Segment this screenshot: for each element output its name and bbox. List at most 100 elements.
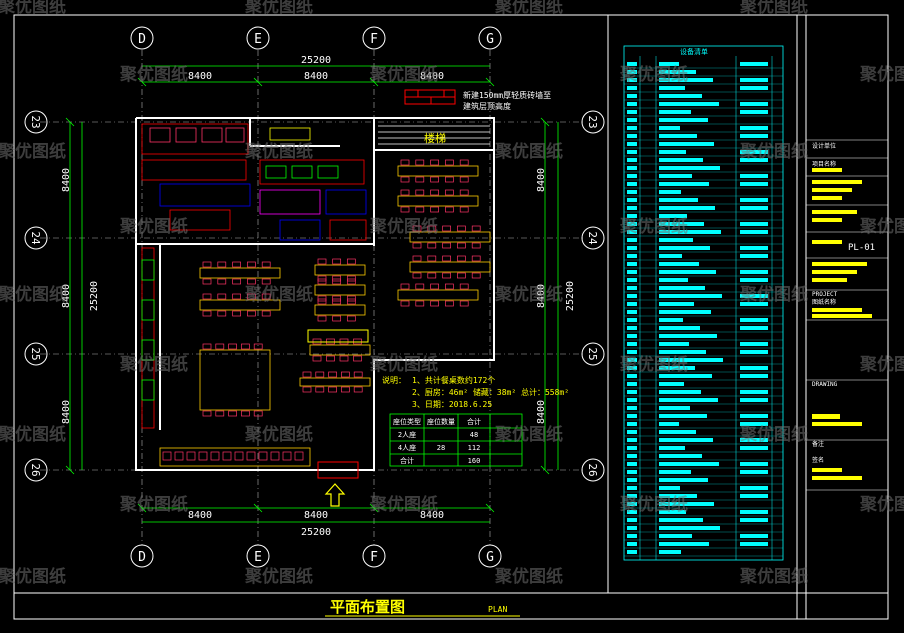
schedule-cell [659, 366, 695, 370]
schedule-cell [627, 310, 637, 314]
notes-line-3: 3、日期：2018.6.25 [412, 400, 492, 409]
dining-chair [445, 300, 454, 307]
dining-table [409, 261, 491, 273]
schedule-cell [659, 262, 699, 266]
schedule-cell [659, 86, 685, 90]
schedule-cell [740, 510, 768, 514]
watermark-text: 聚优图纸 [119, 494, 188, 515]
schedule-cell [659, 350, 706, 354]
schedule-cell [659, 126, 680, 130]
schedule-cell [740, 230, 768, 234]
schedule-cell [627, 358, 637, 362]
seat-table-header-type: 座位类型 [393, 417, 421, 426]
schedule-cell [659, 134, 697, 138]
schedule-cell [627, 318, 637, 322]
title-block-line: 图纸名称 [812, 298, 836, 306]
seat-table-cell: 48 [470, 431, 478, 439]
title-block-remark: 备注 [812, 440, 824, 448]
dining-chair [328, 371, 337, 378]
schedule-cell [740, 534, 768, 538]
watermark-text: 聚优图纸 [619, 494, 688, 515]
dining-table [397, 289, 479, 301]
grid-bubbles [24, 26, 605, 568]
dining-chair [202, 310, 212, 317]
schedule-cell [659, 254, 682, 258]
schedule-cell [659, 230, 721, 234]
schedule-cell [740, 246, 768, 250]
schedule-cell [740, 62, 768, 66]
dining-chair [282, 451, 292, 461]
schedule-cell [627, 286, 637, 290]
dining-table [314, 284, 366, 296]
dining-chair [202, 278, 212, 285]
schedule-cell [659, 246, 710, 250]
dining-chair [442, 255, 451, 262]
dining-chair [332, 295, 342, 302]
dining-chair [415, 176, 425, 183]
schedule-cell [659, 518, 703, 522]
dining-seating-area [159, 159, 491, 467]
watermark-text: 聚优图纸 [494, 141, 563, 162]
watermark-text: 聚优图纸 [369, 216, 438, 237]
schedule-cell [740, 414, 768, 418]
dining-chair [228, 343, 237, 350]
schedule-cell [740, 158, 768, 162]
schedule-cell [627, 422, 637, 426]
grid-label-left-24: 24 [29, 231, 42, 245]
schedule-cell [659, 70, 696, 74]
dim-span-right-3: 8400 [536, 400, 547, 424]
schedule-cell [627, 118, 637, 122]
dining-chair [247, 310, 256, 317]
dining-chair [317, 295, 327, 302]
schedule-cell [659, 94, 702, 98]
dining-chair [247, 261, 256, 268]
schedule-cell [627, 86, 637, 90]
seat-table-cell: 2人座 [398, 430, 416, 439]
dining-chair [270, 451, 280, 461]
dining-chair [217, 310, 227, 317]
dining-chair [261, 278, 271, 285]
grid-label-left-26: 26 [29, 463, 42, 476]
schedule-cell [659, 214, 687, 218]
dining-chair [232, 310, 241, 317]
dining-chair [215, 410, 225, 417]
dining-chair [346, 258, 356, 265]
watermark-text: 聚优图纸 [119, 64, 188, 85]
dining-chair [232, 261, 241, 268]
schedule-cell [740, 398, 768, 402]
dining-chair [302, 371, 312, 378]
schedule-cell [627, 390, 637, 394]
grid-label-left-23: 23 [29, 115, 42, 128]
dining-chair [400, 189, 410, 196]
seat-table-cell: 28 [437, 444, 445, 452]
schedule-cell [740, 174, 768, 178]
watermark-text: 聚优图纸 [619, 64, 688, 85]
watermark-text: 聚优图纸 [244, 0, 313, 17]
schedule-cell [627, 62, 637, 66]
dining-chair [215, 343, 225, 350]
schedule-cell [627, 142, 637, 146]
dining-chair [341, 386, 350, 393]
drawing-title: 平面布置图 [330, 598, 405, 616]
schedule-cell [659, 478, 708, 482]
schedule-cell [740, 126, 768, 130]
stair-label: 楼梯 [424, 131, 446, 145]
dining-chair [234, 451, 244, 461]
watermark-text: 聚优图纸 [859, 494, 904, 515]
dim-span-right-1: 8400 [536, 168, 547, 192]
seat-table-cell: 合计 [400, 456, 414, 465]
schedule-cell [627, 70, 637, 74]
schedule-cell [740, 374, 768, 378]
dim-span-top-3: 8400 [420, 71, 444, 82]
dining-chair [186, 451, 196, 461]
dining-chair [232, 293, 241, 300]
schedule-cell [740, 294, 768, 298]
drawing-subtitle: PLAN [488, 605, 507, 614]
schedule-cell [627, 246, 637, 250]
schedule-cell [659, 174, 692, 178]
dining-chair [346, 278, 356, 285]
dining-chair [261, 261, 271, 268]
dim-span-top-2: 8400 [304, 71, 328, 82]
schedule-cell [659, 494, 697, 498]
